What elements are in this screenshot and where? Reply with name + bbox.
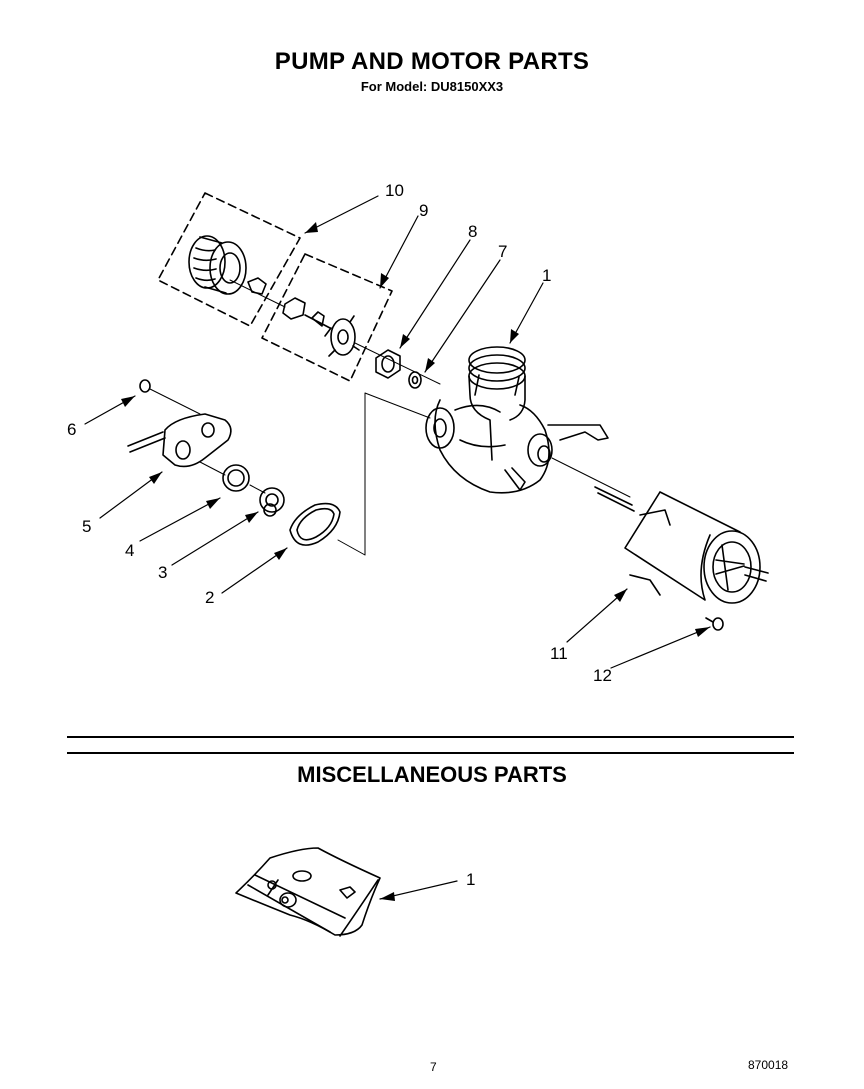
model-subtitle: For Model: DU8150XX3 bbox=[360, 79, 504, 94]
callout-12: 12 bbox=[593, 666, 612, 685]
callout-3: 3 bbox=[158, 563, 168, 582]
callout-5: 5 bbox=[82, 517, 92, 536]
part-1-pump-housing bbox=[425, 346, 609, 494]
callout-4: 4 bbox=[125, 541, 135, 560]
part-5-cover bbox=[127, 413, 232, 468]
callout-9: 9 bbox=[419, 201, 429, 220]
assembly-box-10 bbox=[157, 192, 301, 327]
part-3-grommet bbox=[259, 487, 285, 517]
part-2-gasket bbox=[289, 502, 341, 546]
callout-10: 10 bbox=[385, 181, 404, 200]
callout-misc-1: 1 bbox=[466, 870, 476, 889]
assembly-box-9 bbox=[261, 253, 393, 382]
part-7-washer bbox=[408, 371, 422, 389]
callout-11: 11 bbox=[550, 644, 568, 663]
part-12-screw bbox=[705, 617, 724, 631]
misc-parts-bag bbox=[235, 847, 381, 937]
leader-arrowheads bbox=[121, 222, 710, 901]
callout-6: 6 bbox=[67, 420, 77, 439]
divider-bottom bbox=[67, 752, 794, 754]
document-code: 870018 bbox=[748, 1058, 789, 1072]
part-9-impeller bbox=[282, 297, 360, 357]
leader-lines bbox=[84, 195, 711, 900]
part-6-screw bbox=[139, 379, 201, 415]
page-number: 7 bbox=[430, 1060, 437, 1074]
divider-top bbox=[67, 736, 794, 738]
part-4-ring bbox=[222, 464, 250, 492]
callout-2: 2 bbox=[205, 588, 215, 607]
callout-1: 1 bbox=[542, 266, 552, 285]
part-11-motor bbox=[624, 491, 769, 604]
part-8-seal bbox=[375, 349, 401, 379]
part-10-filter bbox=[188, 235, 267, 295]
callout-7: 7 bbox=[498, 242, 508, 261]
page-title: PUMP AND MOTOR PARTS bbox=[274, 48, 590, 75]
section-title-misc: MISCELLANEOUS PARTS bbox=[297, 762, 567, 787]
callout-8: 8 bbox=[468, 222, 478, 241]
